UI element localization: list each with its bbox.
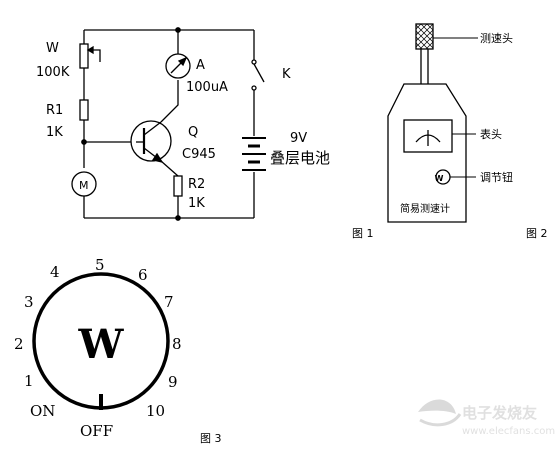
transistor-model-label: C945 (182, 147, 216, 162)
watermark-logo-icon (418, 399, 456, 414)
dial-position-1: 1 (24, 372, 34, 390)
dial-position-2: 2 (14, 335, 24, 353)
motor-label: M (79, 179, 89, 192)
device-body-label: 简易测速计 (400, 202, 450, 215)
rotary-dial: W 1 2 3 4 5 6 7 8 9 10 ON OFF (14, 256, 182, 440)
r2-name-label: R2 (188, 177, 205, 192)
gauge-label: 表头 (480, 127, 502, 141)
dial-on-label: ON (30, 402, 55, 420)
watermark-text: 电子发烧友 (462, 404, 537, 422)
dial-position-3: 3 (24, 293, 34, 311)
junction-node-bottom (175, 215, 181, 221)
figure-3-caption: 图 3 (200, 432, 222, 445)
meter-name-label: A (196, 58, 205, 73)
resistor-r1 (79, 99, 89, 121)
potentiometer-w (79, 43, 89, 69)
circuit-diagram (71, 27, 266, 221)
probe-hatch (415, 23, 434, 50)
figure-1-caption: 图 1 (352, 227, 374, 240)
battery-symbol (242, 137, 266, 171)
battery-name-label: 叠层电池 (270, 149, 330, 167)
transistor-name-label: Q (188, 125, 198, 140)
dial-off-label: OFF (80, 422, 113, 440)
r1-value-label: 1K (46, 125, 63, 140)
r1-name-label: R1 (46, 103, 63, 118)
switch-contact-bottom (251, 85, 257, 91)
switch-label: K (282, 67, 291, 82)
dial-position-10: 10 (146, 402, 165, 420)
dial-position-8: 8 (172, 335, 182, 353)
watermark-url: www.elecfans.com (462, 426, 555, 437)
dial-position-7: 7 (164, 293, 174, 311)
switch-contact-top (251, 59, 257, 65)
dial-position-6: 6 (138, 266, 148, 284)
watermark: 电子发烧友 www.elecfans.com (418, 399, 555, 437)
gauge-window (403, 119, 453, 153)
battery-voltage-label: 9V (290, 131, 307, 146)
probe-label: 测速头 (480, 32, 513, 45)
pot-value-label: 100K (36, 65, 70, 80)
dial-position-9: 9 (168, 373, 178, 391)
figure-2-caption: 图 2 (526, 227, 548, 240)
switch-k (253, 63, 265, 83)
dial-position-5: 5 (95, 256, 105, 274)
pot-name-label: W (46, 41, 59, 56)
speed-meter-device (387, 23, 478, 223)
transistor-collector (143, 121, 162, 136)
transistor-q (130, 120, 172, 162)
knob-label: 调节钮 (480, 170, 513, 184)
dial-center-label: W (78, 321, 125, 368)
meter-value-label: 100uA (186, 80, 228, 95)
r2-value-label: 1K (188, 196, 205, 211)
junction-node-top (175, 27, 181, 33)
resistor-r2 (173, 175, 183, 197)
meter-body (387, 83, 467, 223)
dial-position-4: 4 (50, 263, 60, 281)
knob-symbol: W (435, 174, 444, 183)
